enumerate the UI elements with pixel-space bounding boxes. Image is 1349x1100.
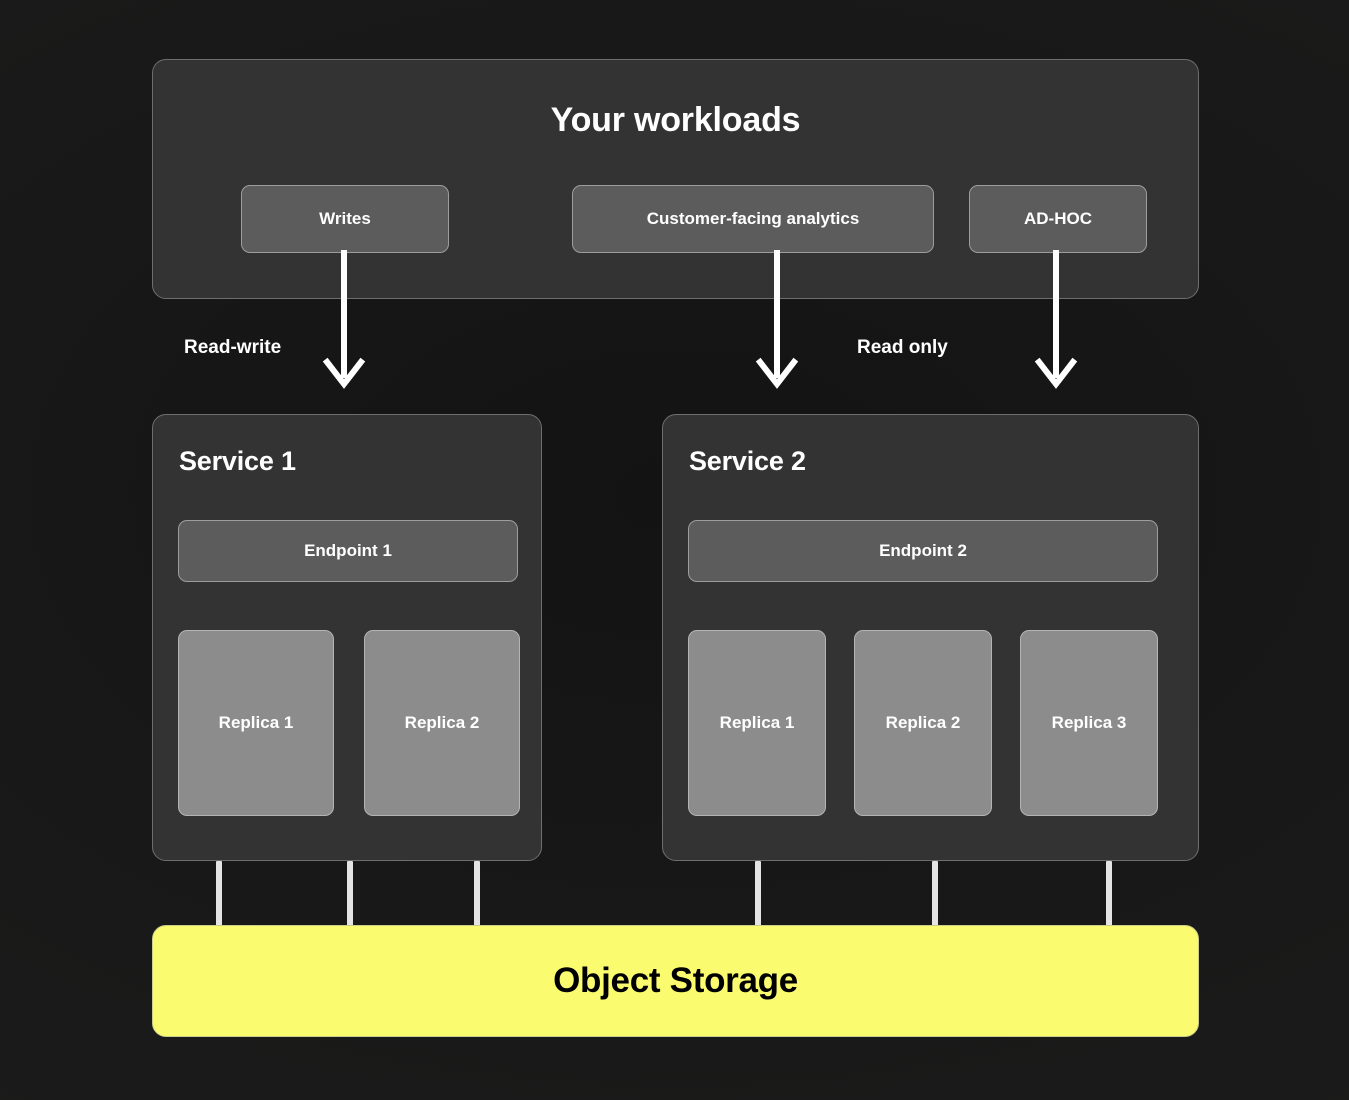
- workload-chip-customer-facing-analytics[interactable]: Customer-facing analytics: [572, 185, 934, 253]
- workloads-panel: Your workloads Writes Customer-facing an…: [152, 59, 1199, 299]
- service-2-replica-3-label: Replica 3: [1051, 713, 1127, 732]
- service-1-replica-1[interactable]: Replica 1: [178, 630, 334, 816]
- connector-service-1-b: [347, 861, 353, 926]
- connector-service-2-b: [932, 861, 938, 926]
- service-2-panel: Service 2 Endpoint 2 Replica 1 Replica 2…: [662, 414, 1199, 861]
- service-2-replica-1-label: Replica 1: [719, 713, 795, 732]
- service-1-panel: Service 1 Endpoint 1 Replica 1 Replica 2: [152, 414, 542, 861]
- arrow-ad-hoc-to-service-2: [1033, 250, 1079, 396]
- service-2-replica-2[interactable]: Replica 2: [854, 630, 992, 816]
- workloads-title: Your workloads: [550, 101, 801, 139]
- connector-service-1-a: [216, 861, 222, 926]
- service-2-endpoint[interactable]: Endpoint 2: [688, 520, 1158, 582]
- service-1-endpoint-label: Endpoint 1: [304, 541, 392, 560]
- workload-chip-customer-facing-analytics-label: Customer-facing analytics: [646, 209, 860, 228]
- edge-label-read-write: Read-write: [184, 337, 282, 358]
- connector-service-2-c: [1106, 861, 1112, 926]
- object-storage-label: Object Storage: [553, 961, 798, 1000]
- workload-chip-writes-label: Writes: [319, 209, 371, 228]
- edge-label-read-only: Read only: [857, 337, 948, 358]
- object-storage-panel: Object Storage: [152, 925, 1199, 1037]
- service-1-endpoint[interactable]: Endpoint 1: [178, 520, 518, 582]
- service-2-replica-3[interactable]: Replica 3: [1020, 630, 1158, 816]
- service-1-replica-2-label: Replica 2: [404, 713, 480, 732]
- service-1-title: Service 1: [179, 446, 296, 476]
- service-1-replica-row: Replica 1 Replica 2: [178, 630, 520, 816]
- service-2-endpoint-label: Endpoint 2: [879, 541, 967, 560]
- connector-service-1-c: [474, 861, 480, 926]
- service-1-replica-1-label: Replica 1: [218, 713, 294, 732]
- connector-service-2-a: [755, 861, 761, 926]
- service-2-replica-2-label: Replica 2: [885, 713, 961, 732]
- workload-chip-ad-hoc-label: AD-HOC: [1024, 209, 1092, 228]
- arrow-analytics-to-service-2: [754, 250, 800, 396]
- workload-chip-ad-hoc[interactable]: AD-HOC: [969, 185, 1147, 253]
- service-2-replica-row: Replica 1 Replica 2 Replica 3: [688, 630, 1158, 816]
- service-2-title: Service 2: [689, 446, 806, 476]
- service-1-replica-2[interactable]: Replica 2: [364, 630, 520, 816]
- workload-chip-writes[interactable]: Writes: [241, 185, 449, 253]
- arrow-writes-to-service-1: [321, 250, 367, 396]
- service-2-replica-1[interactable]: Replica 1: [688, 630, 826, 816]
